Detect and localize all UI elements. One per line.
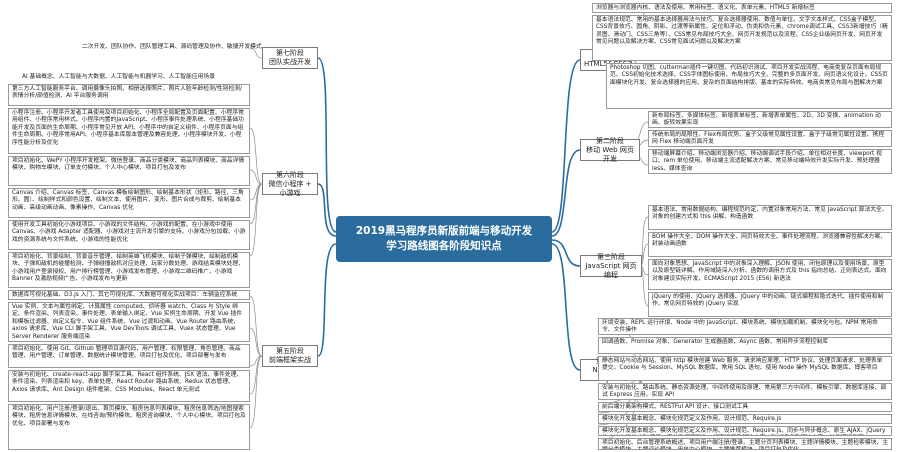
s3-leaf-bom-dom[interactable]: BOM 操作大全、DOM 操作大全、网页特效大全、事件处理流程、浏览器兼容性解决… <box>648 232 892 257</box>
s6-leaf-canvas[interactable]: Canvas 介绍、Canvas 标签、Canvas 模板绘制图形、绘制基本形状… <box>8 188 250 218</box>
connector-s3 <box>551 239 581 267</box>
stage-5-label: 第五阶段 <box>276 347 304 355</box>
s4-leaf-web-server[interactable]: 静态网站与动态网站、使用 http 模块创建 Web 服务、请求响应原理、HTT… <box>598 356 892 381</box>
s1-leaf-practice[interactable]: Photoshop 切图、cutterman插件一键切图、代码初识测试、项目开发… <box>606 63 892 109</box>
s5-leaf-visualization[interactable]: 数据库可视化基础、D3.js 入门、其它可视化库、大数据可视化实战项目：车辆监控… <box>8 290 250 300</box>
s4-leaf-node-basics[interactable]: 环境安装、REPL 运行环境、Node 中的 JavaScript、模块系统、模… <box>598 318 892 335</box>
stage-7-node[interactable]: 第七阶段 团队实战开发 <box>262 47 318 69</box>
s6-leaf-ai-services[interactable]: 第三方人工智能服务平台、调用摄像头拍照、相册选择照片、照片人脸年龄检测/性别检测… <box>8 84 250 106</box>
s5-leaf-vue[interactable]: Vue 实例、文本与属性绑定、计算属性 computed、侦听器 watch、C… <box>8 302 250 342</box>
stage-7-label: 第七阶段 <box>276 49 304 57</box>
s2-leaf-mobile[interactable]: 移动端屏幕介绍、移动端浏览器介绍、移动端调试手段介绍、单位相对长度、viewpo… <box>648 149 892 174</box>
s2-leaf-flex[interactable]: 传统布局的局限性、Flex布局优势、盒子父级常见属性设置、盒子子级常见属性设置、… <box>648 130 892 147</box>
connector-s5 <box>317 243 337 357</box>
s1-leaf-css[interactable]: 基本语法规范、常用的基本选择器用法与技巧、复合选择器使用、数值与单位、文字文本样… <box>592 15 892 61</box>
s6-leaf-minigame[interactable]: 使用开发工具初始化小游戏项目、小游戏的文件结构、小游戏的配置、在小游戏中使用 C… <box>8 220 250 250</box>
s5-leaf-react-project[interactable]: 项目初始化、用户注册/登录/退出、首页模块、租房信息列表模块、租房信息筛选/地图… <box>8 404 250 450</box>
s6-leaf-wepy-project[interactable]: 项目初始化、WePY 小程序开发框架、微信登录、商品分类模块、商品列表模块、商品… <box>8 156 250 186</box>
s5-leaf-react[interactable]: 安装与初始化、create-react-app 脚手架工具、React 组件系统… <box>8 370 250 402</box>
s4-leaf-project[interactable]: 项目初始化、后台管理系统概述、项目用户端注册/登录、主题分页列表模块、主题详情模… <box>598 438 892 450</box>
connector-s2 <box>551 149 581 237</box>
s4-leaf-express[interactable]: 安装与初始化、路由系统、静态资源处理、中间件使用及原理、常用第三方中间件、模板引… <box>598 383 892 400</box>
stage-5-node[interactable]: 第五阶段 前端框架实战 <box>262 345 318 367</box>
stage-7-title: 团队实战开发 <box>269 58 311 66</box>
center-title-line2: 学习路线图各阶段知识点 <box>386 240 502 252</box>
s4-leaf-async[interactable]: 回调函数、Promise 对象、Generator 生成器函数、Async 函数… <box>598 337 892 354</box>
connector-s4 <box>551 243 581 371</box>
s4-leaf-ajax[interactable]: 模块化开发基本概念、模块化规范定义及作用、设计规范、Require.js、同步与… <box>598 426 892 436</box>
stage-3-title: JavaScript 网页编程 <box>585 261 637 279</box>
s7-leaf-team: 二次开发、团队协作、团队管理工具、源码管理及协作、敏捷开发模式 <box>82 44 262 50</box>
s3-leaf-jquery[interactable]: jQuery 的使用、jQuery 选择器、jQuery 中的动画、链式编程和隐… <box>648 292 892 317</box>
connector-s6 <box>317 183 337 237</box>
s6-leaf-miniprogram[interactable]: 小程序注册、小程序开发者工具使用及项目初始化、小程序全局配置及页面配置、小程序常… <box>8 108 250 154</box>
stage-6-node[interactable]: 第六阶段 微信小程序 + 小游戏 <box>262 170 318 197</box>
s6-ai-basics: AI 基础概念、人工智能与大数据、人工智能与机器学习、人工智能应用场景 <box>22 74 216 80</box>
stage-2-label: 第二阶段 <box>596 136 624 145</box>
connector-s1 <box>551 59 581 233</box>
stage-2-node[interactable]: 第二阶段 移动 Web 网页开发 <box>580 136 640 163</box>
center-topic[interactable]: 2019黑马程序员新版前端与移动开发 学习路线图各阶段知识点 <box>336 216 552 262</box>
s3-leaf-advanced[interactable]: 面向对象思想、JavaScript 中的对象深入理解、JSON 使用、闭包原理以… <box>648 259 892 290</box>
stage-3-label: 第三阶段 <box>597 252 625 261</box>
s4-leaf-modular[interactable]: 模块化开发基本概念、模块化规范定义及作用、设计规范、Require.js <box>598 414 892 424</box>
stage-2-title: 移动 Web 网页开发 <box>586 145 634 163</box>
stage-5-title: 前端框架实战 <box>269 356 311 364</box>
s3-leaf-basics[interactable]: 基本语法、常用数据结构、编程规范约定、内置对象常用方法、常见 JavaScrip… <box>648 205 892 230</box>
s2-leaf-html5-css3[interactable]: 新布局标签、多媒体标签、新增表单标签、新增表单属性、2D、3D 变换、anima… <box>648 111 892 128</box>
stage-6-title: 微信小程序 + 小游戏 <box>268 179 312 197</box>
s4-leaf-restful[interactable]: 前后端分离架构模式、RESTFul API 设计、接口测试工具 <box>598 402 892 412</box>
center-title-line1: 2019黑马程序员新版前端与移动开发 <box>355 225 533 237</box>
connector-s7 <box>317 57 337 233</box>
stage-3-node[interactable]: 第三阶段 JavaScript 网页编程 <box>580 252 642 279</box>
s1-leaf-html[interactable]: 浏览器与浏览器内核、语法及使用、常用标签、语义化、表单元素、HTML5 新增标签 <box>592 3 892 13</box>
stage-6-label: 第六阶段 <box>276 170 304 179</box>
s6-leaf-minigame-project[interactable]: 项目初始化、背景绘制、背景音乐管理、绘制英雄飞机模块、绘制子弹模块、绘制敌机模块… <box>8 252 250 288</box>
s5-leaf-vue-project[interactable]: 项目初始化、使用 Git、Github 管理项目源代码、用户管理、权限管理、角色… <box>8 344 250 368</box>
